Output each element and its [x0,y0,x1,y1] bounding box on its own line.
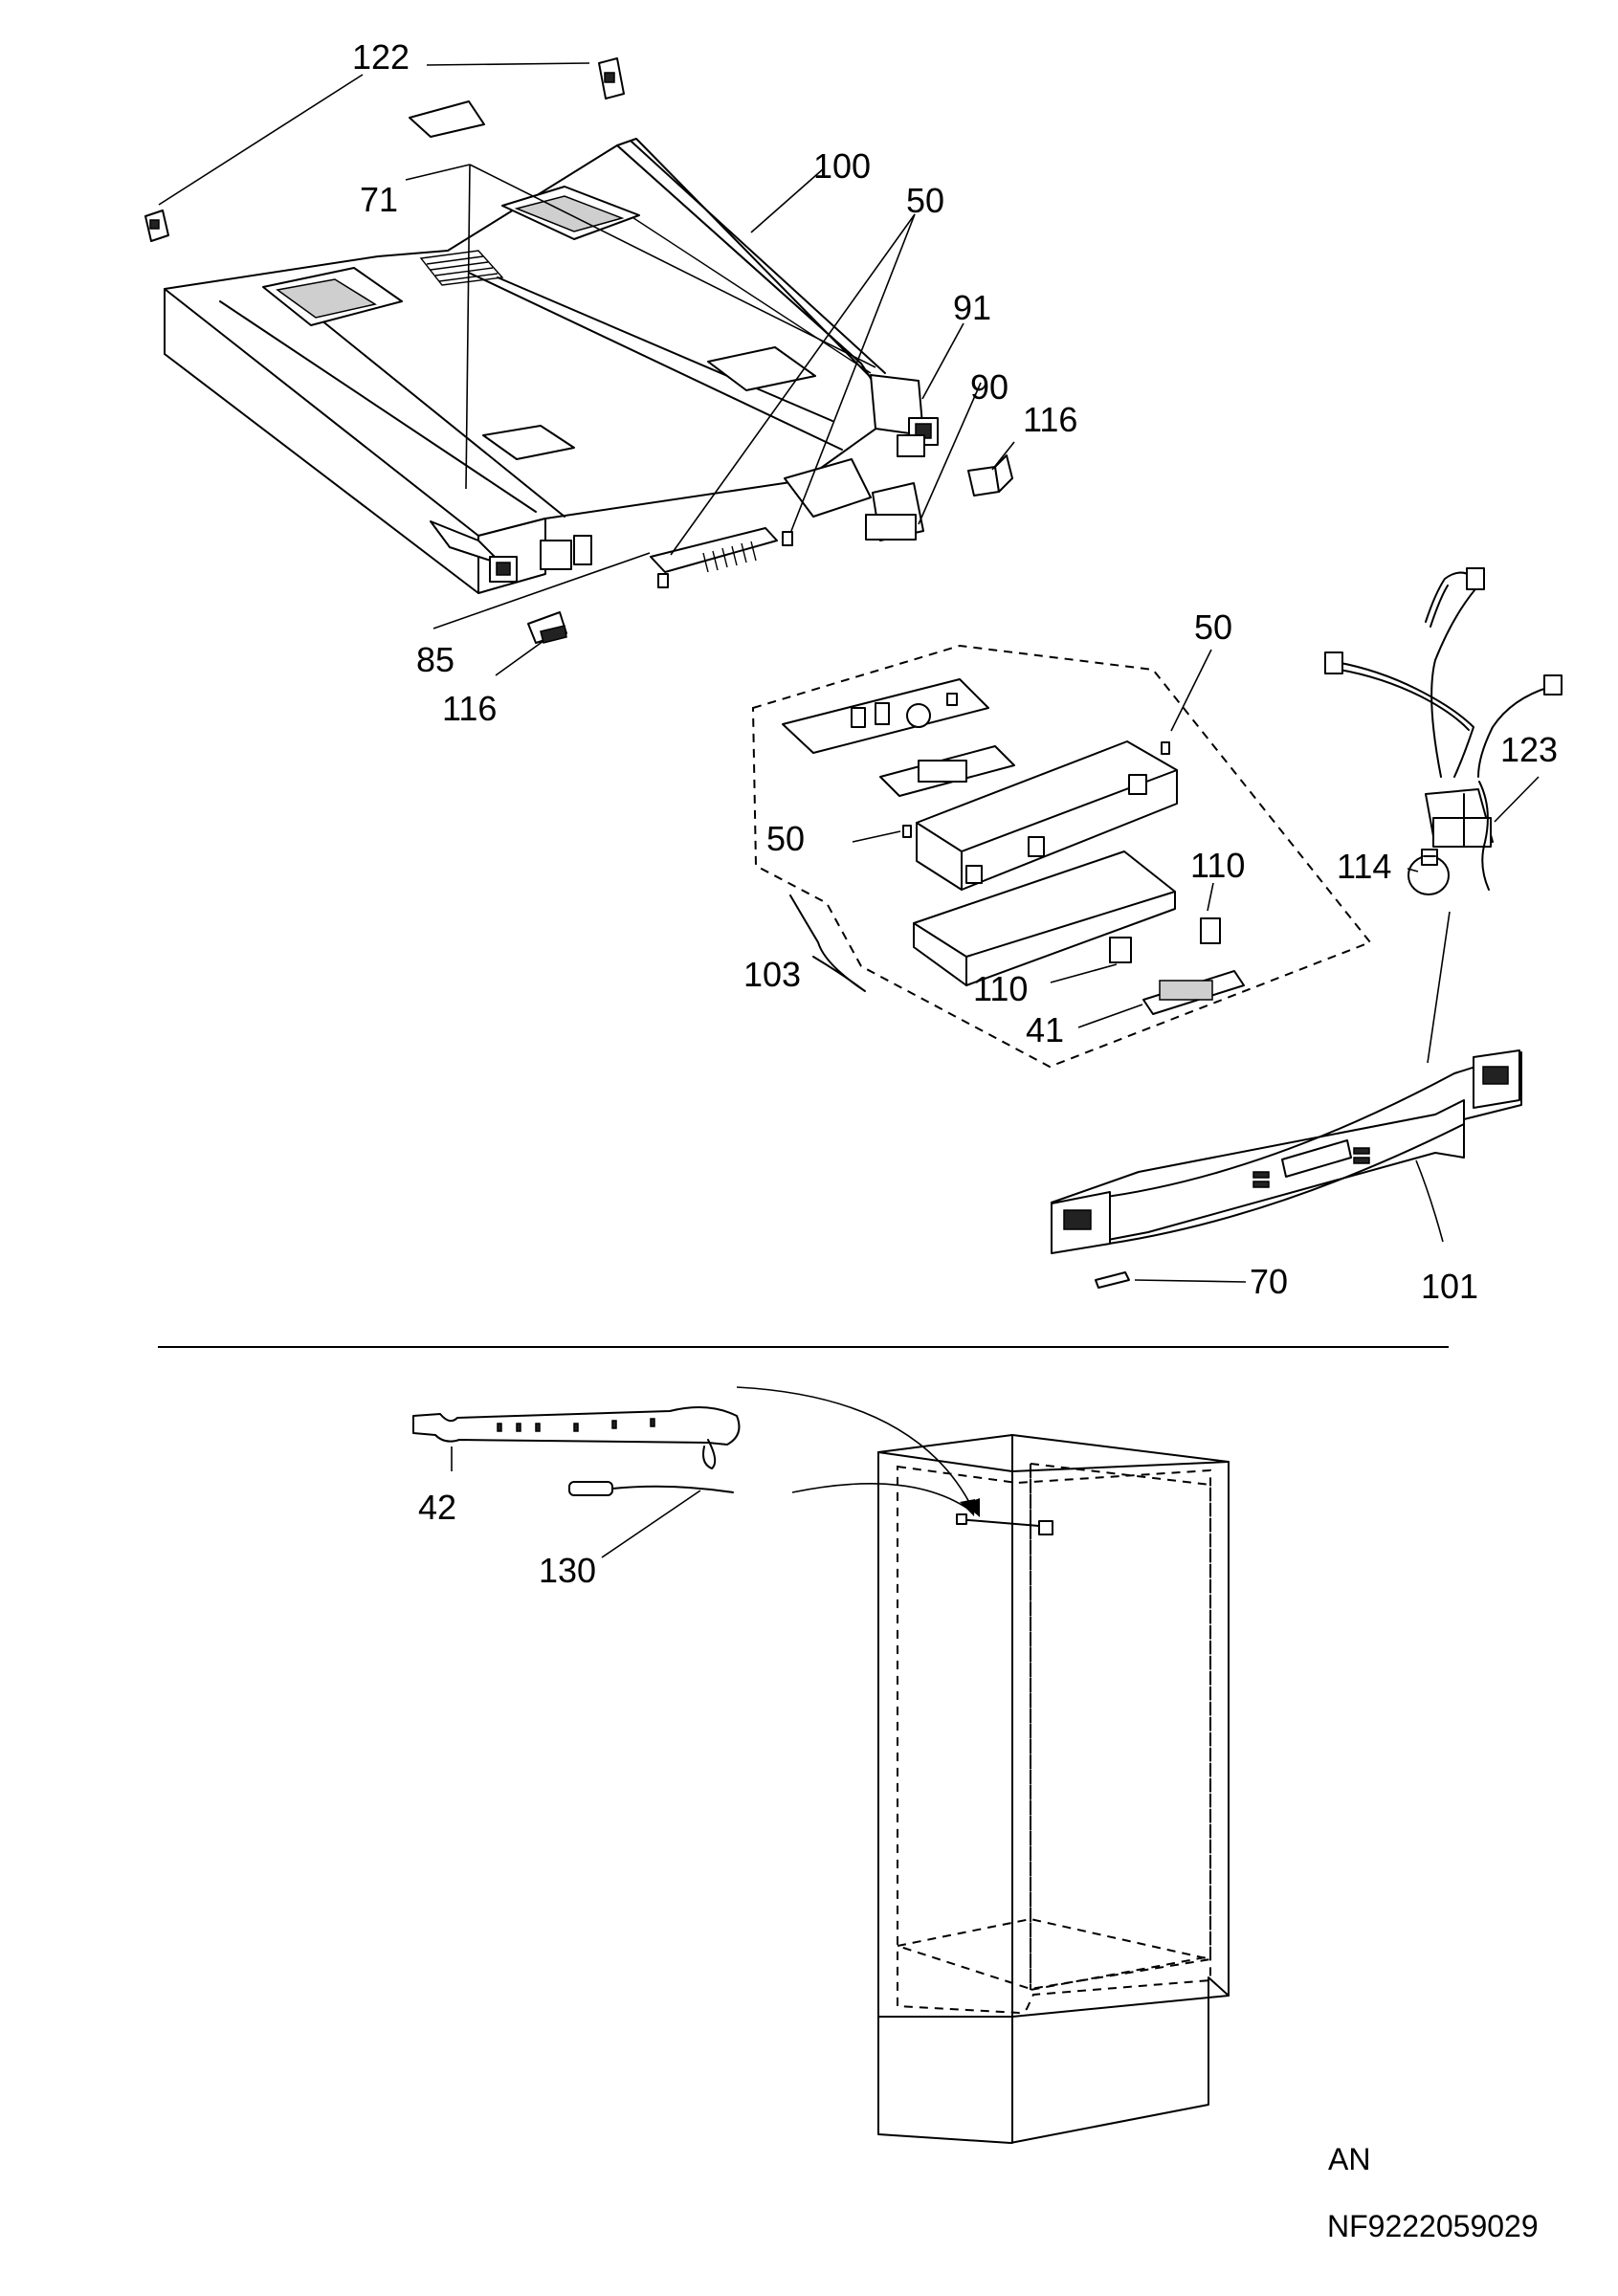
callout-116-left: 116 [442,689,497,728]
callout-110-left: 110 [973,969,1028,1008]
callout-122: 122 [352,37,410,77]
callout-110-right: 110 [1190,846,1245,885]
lamp-bulb-114 [1407,849,1450,895]
callout-70: 70 [1250,1262,1288,1301]
hinge-cap-122-right [598,57,625,99]
cover-plate-71 [409,100,485,138]
sensor-holder-42 [412,1406,741,1471]
callout-101: 101 [1421,1267,1478,1306]
callout-103: 103 [743,955,801,994]
variant-code: AN [1328,2142,1370,2176]
lamp-harness-123 [1324,567,1563,848]
temperature-sensor-130 [568,1481,734,1496]
bracket-123 [1478,781,1490,891]
callout-130: 130 [539,1551,596,1590]
control-panel-fascia-101 [1051,1049,1522,1254]
callout-labels: 122 71 100 50 91 90 116 85 116 50 123 50… [352,37,1558,1590]
callout-123: 123 [1500,730,1558,769]
callout-50-board-left: 50 [766,819,805,858]
callout-85: 85 [416,640,454,679]
callout-71: 71 [360,180,398,219]
callout-50-board-right: 50 [1194,607,1232,647]
top-cover-100 [164,138,939,594]
leader-lines [158,62,1540,1558]
arrow-130-to-cabinet [791,1483,970,1511]
arrow-head-130 [960,1499,975,1516]
drawing-number: NF9222059029 [1327,2209,1539,2243]
hinge-cap-122-left [144,210,169,242]
clip-116-left [527,611,567,644]
control-board-kit-103 [751,644,1372,1069]
callout-41: 41 [1026,1010,1064,1049]
callout-50-top: 50 [906,181,944,220]
cabinet [877,1434,1230,2144]
transformer-board-90-91 [784,434,925,541]
callout-91: 91 [953,288,991,327]
callout-114: 114 [1337,847,1391,886]
callout-90: 90 [970,367,1008,407]
callout-100: 100 [813,146,871,186]
callout-42: 42 [418,1488,456,1527]
clip-116-right [967,454,1013,497]
arrow-42-to-cabinet [736,1386,975,1512]
callout-116-right: 116 [1023,400,1077,439]
pcb-bracket-85 [650,527,793,588]
label-strip-70 [1095,1271,1130,1289]
